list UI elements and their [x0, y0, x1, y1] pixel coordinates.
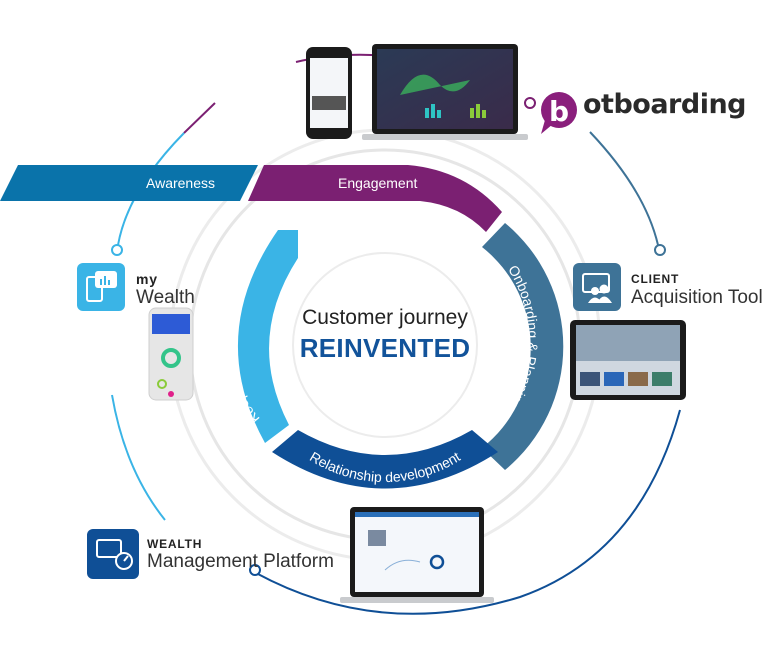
stage-engagement: [248, 165, 502, 232]
stage-awareness: [0, 165, 258, 201]
wealth-management-name: Management Platform: [147, 551, 334, 572]
mywealth-icon: [77, 263, 125, 311]
client-acquisition-icon: [573, 263, 621, 311]
mywealth-phone: [148, 307, 194, 401]
connector-node: [111, 244, 123, 256]
mywealth-name: Wealth: [136, 287, 195, 308]
client-acquisition-kicker: CLIENT: [631, 272, 680, 286]
mywealth-kicker: my: [136, 271, 158, 287]
stage-relationship-development: Relationship development: [272, 430, 498, 489]
botboarding-name: otboarding: [583, 89, 747, 120]
botboarding-devices: [306, 44, 528, 140]
client-acquisition-name: Acquisition Tool: [631, 287, 763, 308]
botboarding-logo-letter: b: [549, 95, 569, 128]
stage-awareness-label: Awareness: [146, 175, 216, 191]
connector-mywealth-down: [111, 394, 166, 521]
client-acquisition-tablet: [570, 320, 686, 400]
connector-botboarding-right: [589, 131, 659, 246]
connector-wmp-bottom: [255, 409, 681, 615]
botboarding-logo-icon: b: [541, 92, 577, 134]
center-subtitle: REINVENTED: [299, 333, 471, 363]
wealth-management-icon: [87, 529, 139, 579]
connector-purple-left: [183, 102, 216, 134]
stage-onboarding: Onboarding & Planning: [482, 223, 564, 470]
connector-node: [524, 97, 536, 109]
wealth-management-kicker: WEALTH: [147, 537, 203, 551]
center-title: Customer journey: [302, 306, 468, 329]
wealth-management-laptop: [340, 507, 494, 603]
connector-node: [249, 564, 261, 576]
connector-node: [654, 244, 666, 256]
stage-engagement-label: Engagement: [338, 175, 418, 191]
